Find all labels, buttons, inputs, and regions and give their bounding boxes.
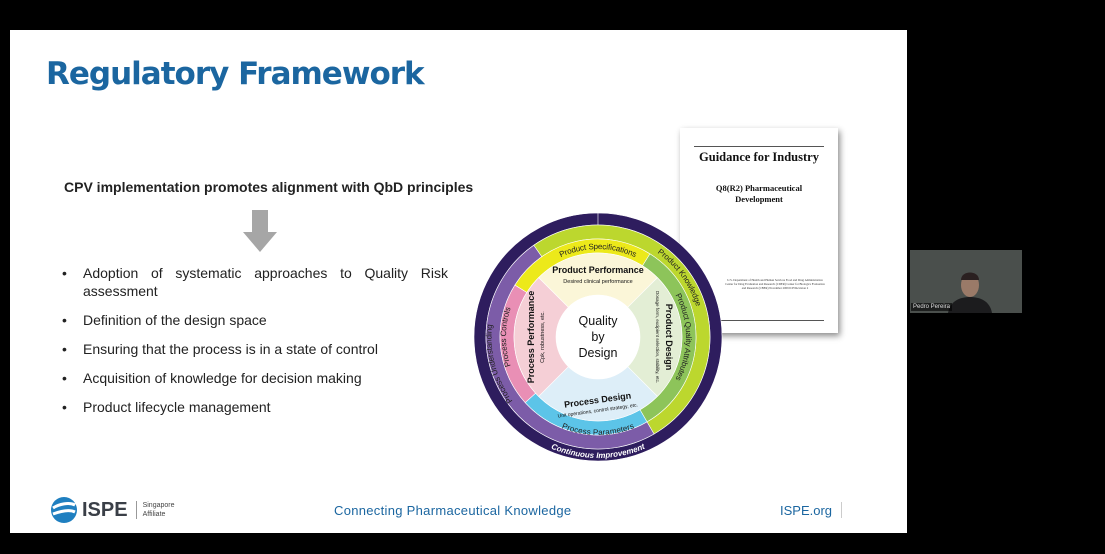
participant-name: Pedro Pereira — [911, 303, 953, 311]
center-label: Design — [579, 346, 618, 360]
ispe-wordmark: ISPE — [82, 498, 128, 521]
bullet-item: Adoption of systematic approaches to Qua… — [62, 264, 448, 300]
bullet-item: Definition of the design space — [62, 311, 448, 329]
segment-sub: Cpk, robustness, etc. — [540, 311, 546, 363]
down-arrow-icon — [243, 210, 277, 252]
document-subtitle: Q8(R2) Pharmaceutical Development — [715, 183, 803, 204]
segment-sub: Desired clinical performance — [563, 279, 632, 285]
center-label: by — [591, 330, 605, 344]
intro-statement: CPV implementation promotes alignment wi… — [64, 179, 474, 195]
affiliate-line: Singapore — [142, 502, 175, 509]
bullet-list: Adoption of systematic approaches to Qua… — [62, 264, 448, 427]
segment-title: Process Performance — [526, 291, 536, 384]
bullet-item: Acquisition of knowledge for decision ma… — [62, 369, 448, 387]
bullet-item: Ensuring that the process is in a state … — [62, 340, 448, 358]
bullet-item: Product lifecycle management — [62, 398, 448, 416]
footer-divider — [841, 502, 842, 518]
segment-title: Product Design — [664, 304, 674, 371]
ispe-globe-icon — [51, 497, 77, 523]
participant-avatar — [948, 272, 992, 313]
slide-title: Regulatory Framework — [46, 56, 425, 92]
center-label: Quality — [579, 314, 619, 328]
participant-video-tile[interactable]: Pedro Pereira — [910, 250, 1022, 313]
presentation-slide: Regulatory Framework CPV implementation … — [10, 30, 907, 533]
footer-tagline: Connecting Pharmaceutical Knowledge — [334, 503, 572, 518]
segment-sub: Dosage form, excipient selection, stabil… — [655, 291, 660, 383]
qbd-wheel-diagram: Quality by Design Product Performance De… — [473, 212, 723, 462]
document-fine-print: U.S. Department of Health and Human Serv… — [725, 278, 825, 290]
affiliate-line: Affiliate — [142, 511, 166, 518]
footer-website: ISPE.org — [780, 503, 833, 518]
segment-title: Product Performance — [552, 265, 644, 275]
document-title: Guidance for Industry — [699, 150, 819, 164]
